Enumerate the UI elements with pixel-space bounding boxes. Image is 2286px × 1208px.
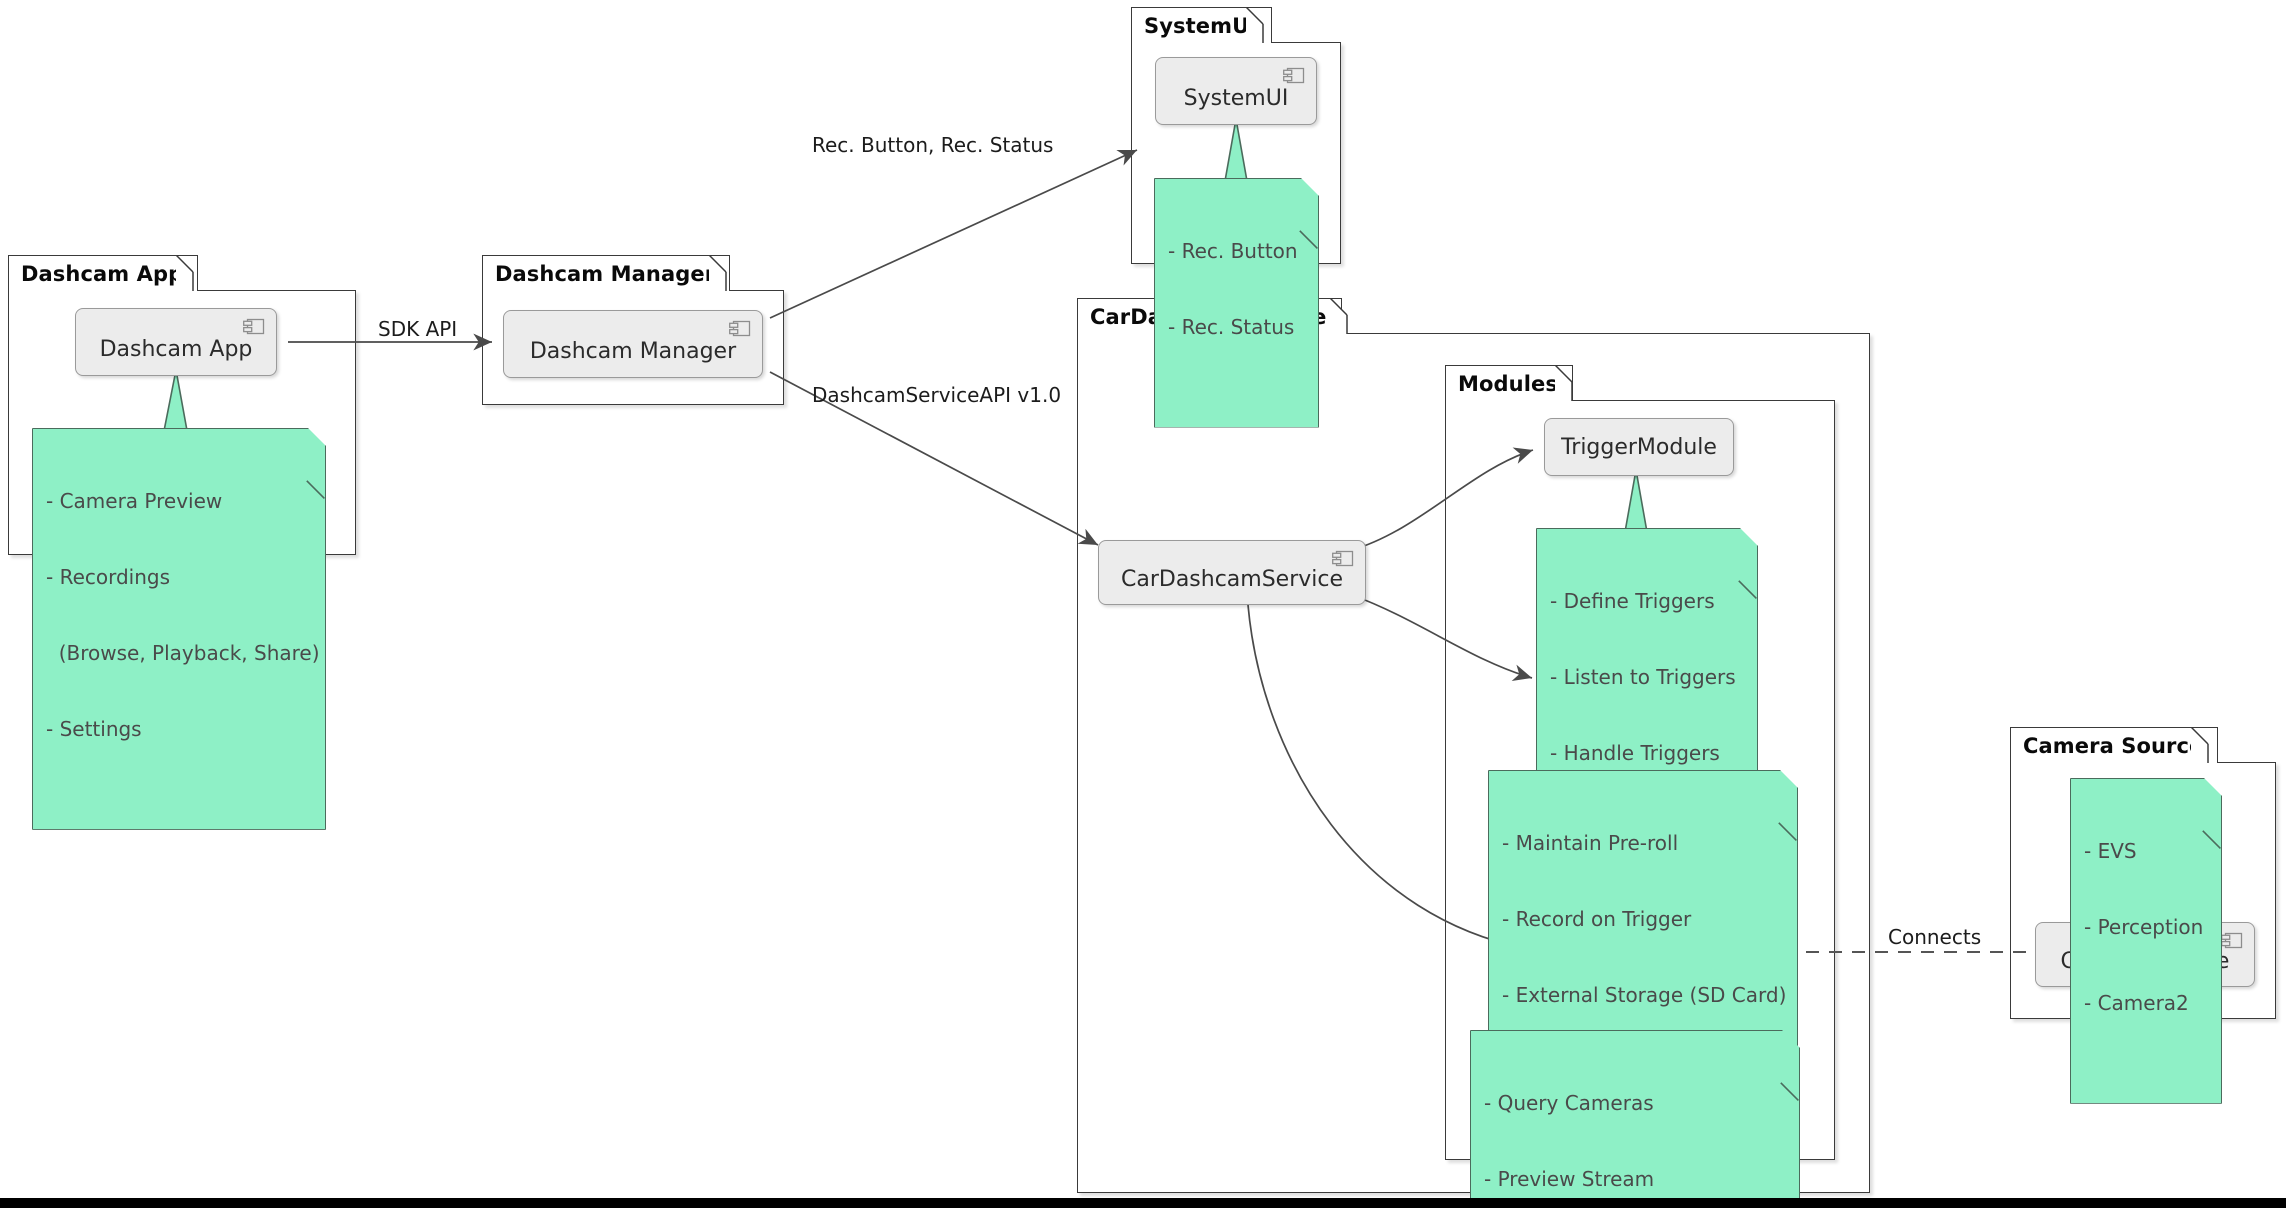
- package-dashcam-app-tab: Dashcam App: [8, 255, 199, 291]
- note-leader-dashcam-app: [150, 370, 192, 436]
- package-tab-notch: [709, 255, 727, 291]
- component-system-ui-label: SystemUI: [1183, 85, 1289, 111]
- note-line: - External Storage (SD Card): [1502, 983, 1787, 1008]
- package-tab-notch: [176, 255, 194, 291]
- note-line: - Query Cameras: [1484, 1090, 1654, 1115]
- package-tab-notch: [1330, 298, 1348, 334]
- note-line: - Settings: [46, 717, 142, 742]
- note-system-ui: - Rec. Button - Rec. Status: [1154, 178, 1319, 428]
- component-dashcam-app[interactable]: Dashcam App: [75, 308, 277, 376]
- uml-component-icon: [1332, 550, 1354, 567]
- component-dashcam-manager-label: Dashcam Manager: [529, 338, 737, 364]
- bottom-bar: [0, 1198, 2286, 1208]
- note-line: - Camera2: [2084, 991, 2189, 1016]
- uml-component-icon: [243, 318, 265, 335]
- package-modules-label: Modules: [1458, 371, 1558, 396]
- uml-component-icon: [729, 320, 751, 337]
- package-camera-source-tab: Camera Source: [2010, 727, 2219, 763]
- uml-component-icon: [1283, 67, 1305, 84]
- note-line: (Browse, Playback, Share): [46, 641, 320, 666]
- component-dashcam-manager[interactable]: Dashcam Manager: [503, 310, 763, 378]
- package-dashcam-manager-tab: Dashcam Manager: [482, 255, 731, 291]
- edge-label-connects: Connects: [1888, 925, 1982, 949]
- component-system-ui[interactable]: SystemUI: [1155, 57, 1317, 125]
- uml-component-icon: [2221, 932, 2243, 949]
- package-dashcam-manager-label: Dashcam Manager: [495, 261, 716, 286]
- edge-rec-button-status: [769, 149, 1138, 319]
- component-car-dashcam-service[interactable]: CarDashcamService: [1098, 540, 1366, 605]
- component-dashcam-app-label: Dashcam App: [99, 336, 253, 362]
- edge-label-dashcam-service-api: DashcamServiceAPI v1.0: [812, 383, 1062, 407]
- package-tab-notch: [1246, 7, 1264, 43]
- note-line: - Maintain Pre-roll: [1502, 830, 1679, 855]
- note-leader-system-ui: [1220, 119, 1254, 181]
- package-camera-source-label: Camera Source: [2023, 733, 2204, 758]
- note-line: - Define Triggers: [1550, 588, 1715, 613]
- component-trigger-module-label: TriggerModule: [1561, 434, 1717, 460]
- note-line: - Rec. Button: [1168, 238, 1298, 263]
- component-trigger-module[interactable]: TriggerModule: [1544, 418, 1734, 476]
- note-camera-source: - EVS - Perception - Camera2: [2070, 778, 2222, 1104]
- component-car-dashcam-service-label: CarDashcamService: [1120, 567, 1344, 592]
- package-tab-notch: [1555, 365, 1573, 401]
- note-line: - Listen to Triggers: [1550, 664, 1736, 689]
- note-leader-trigger-module: [1620, 470, 1654, 532]
- package-dashcam-app-label: Dashcam App: [21, 261, 184, 286]
- edge-label-rec-button-status: Rec. Button, Rec. Status: [812, 133, 1054, 157]
- note-line: - Record on Trigger: [1502, 906, 1692, 931]
- note-line: - Camera Preview: [46, 488, 223, 513]
- note-line: - Recordings: [46, 564, 171, 589]
- package-system-ui-label: SystemUI: [1144, 13, 1258, 38]
- edge-label-sdk-api: SDK API: [378, 317, 458, 341]
- note-dashcam-app: - Camera Preview - Recordings (Browse, P…: [32, 428, 326, 830]
- note-line: - EVS: [2084, 838, 2137, 863]
- package-tab-notch: [2191, 727, 2209, 763]
- note-line: - Rec. Status: [1168, 314, 1295, 339]
- note-line: - Handle Triggers: [1550, 741, 1720, 766]
- note-stream-module: - Query Cameras - Preview Stream - Snaps…: [1470, 1030, 1800, 1208]
- note-line: - Preview Stream: [1484, 1166, 1655, 1191]
- note-line: - Perception: [2084, 914, 2204, 939]
- package-modules-tab: Modules: [1445, 365, 1573, 401]
